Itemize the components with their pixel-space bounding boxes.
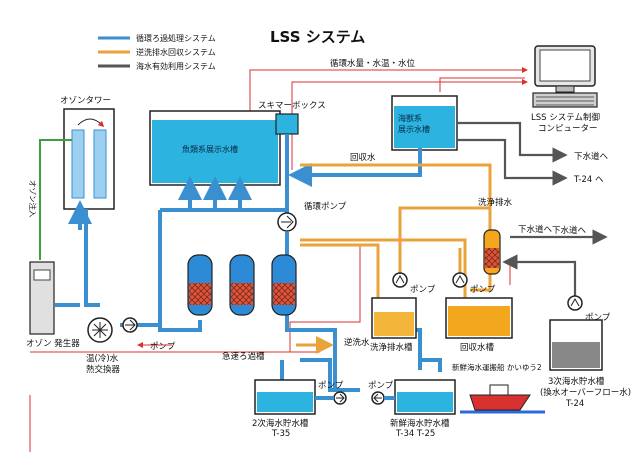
circulation-pipes [55, 134, 442, 392]
diagram-title: LSS システム [270, 28, 365, 46]
t24-to-label: T-24 へ [573, 175, 604, 185]
fresh-seawater-tank [394, 379, 456, 415]
recovery-tank [445, 297, 513, 339]
washing-drain-tank [371, 297, 417, 339]
legend: 循環ろ過処理システム 逆洗排水回収システム 海水有効利用システム [98, 33, 216, 71]
signal-label: 循環水量・水温・水位 [330, 58, 416, 69]
third-tank-pump-icon [567, 295, 583, 311]
sewer-label-1: 下水道へ [574, 151, 609, 162]
fresh-tank-label: 新鮮海水貯水槽 [390, 418, 450, 429]
circulation-pump-label: 循環ポンプ [304, 201, 347, 212]
recovered-water-label: 回収水 [350, 152, 376, 163]
third-tank-pump-label: ポンプ [585, 313, 611, 323]
second-seawater-tank [254, 379, 316, 415]
rapid-filter-1 [187, 254, 213, 316]
third-seawater-tank [549, 319, 603, 371]
computer-label-line1: LSS システム制御 [531, 112, 600, 123]
heat-exchanger-label-2: 熱交換器 [86, 364, 121, 375]
ozone-generator-label: オゾン 発生器 [26, 338, 80, 349]
computer-label-line2: コンピューター [538, 124, 598, 134]
ozone-injection-label: オゾン注入 [28, 180, 38, 218]
fresh-tank-pump-icon [371, 391, 385, 405]
t35-label: T-35 [271, 429, 290, 439]
ozone-generator [29, 261, 55, 335]
recovery-pump-icon [452, 272, 468, 288]
recovery-filter [483, 229, 501, 275]
heat-exchanger-label-1: 温(冷)水 [86, 353, 119, 364]
second-tank-label: 2次海水貯水槽 [252, 418, 309, 429]
washing-drain-pump-icon [392, 272, 408, 288]
marine-mammal-tank-label-2: 展示水槽 [398, 124, 430, 134]
t24-label: T-24 [565, 399, 584, 409]
ozone-tower [63, 108, 115, 210]
t34-t25-label: T-34 T-25 [395, 429, 435, 439]
fish-tank-label: 魚類系展示水槽 [182, 144, 238, 154]
ozone-tower-label: オゾンタワー [60, 96, 111, 106]
fish-tank [149, 110, 281, 186]
marine-mammal-tank [391, 95, 458, 151]
second-tank-pump-icon [333, 391, 347, 405]
sewer-label-2: 下水道へ [552, 225, 587, 236]
main-pump-icon [122, 317, 138, 333]
third-tank-label-1: 3次海水貯水槽 [548, 376, 605, 387]
fresh-tank-pump-label: ポンプ [368, 381, 394, 391]
washing-drain-pump-label: ポンプ [410, 285, 436, 295]
recovery-pump-label: ポンプ [470, 285, 496, 295]
backwash-label: 逆洗水 [344, 337, 370, 348]
rapid-filter-3 [271, 254, 297, 316]
skimmer-box-label: スキマーボックス [258, 101, 326, 111]
main-pump-label: ポンプ [150, 342, 176, 352]
control-computer-icon [532, 45, 598, 108]
recovery-tank-label: 回収水槽 [460, 342, 495, 353]
seawater-pipes [457, 121, 608, 310]
rapid-filter-label: 急速ろ過槽 [222, 351, 265, 362]
ozone-line [39, 139, 72, 260]
washing-drain-tank-label: 洗浄排水槽 [370, 342, 413, 353]
rapid-filter-2 [229, 254, 255, 316]
legend-label-seawater: 海水有効利用システム [136, 61, 216, 71]
circulation-pump-icon [277, 212, 297, 232]
heat-exchanger-icon [87, 317, 113, 343]
marine-mammal-tank-label-1: 海獣系 [398, 113, 422, 123]
sewer-label-3: 下水道へ [518, 224, 553, 235]
washing-drain-label: 洗浄排水 [478, 197, 513, 208]
signal-lines [29, 67, 528, 452]
legend-label-backwash: 逆洗排水回収システム [136, 47, 216, 57]
second-tank-pump-label: ポンプ [318, 381, 344, 391]
skimmer-box [275, 113, 299, 135]
legend-label-circulation: 循環ろ過処理システム [136, 33, 216, 43]
seawater-ship-label: 新鮮海水運搬船 かいゆう2 [452, 362, 542, 372]
third-tank-label-2: (換水オーバーフロー水) [540, 387, 631, 398]
seawater-ship-icon [460, 384, 545, 414]
